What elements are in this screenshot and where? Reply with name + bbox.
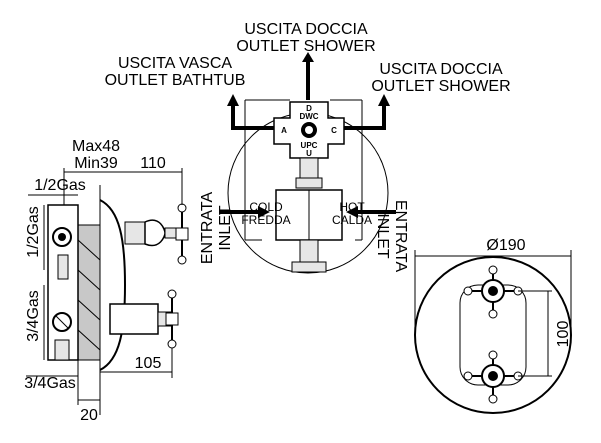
right-outlet-line2: OUTLET SHOWER bbox=[371, 78, 510, 95]
diameter-label: Ø190 bbox=[486, 237, 525, 254]
top-conn-h-label: 1/2Gas bbox=[34, 177, 86, 194]
cold-label: COLD bbox=[249, 200, 283, 214]
upper-handle-front bbox=[463, 265, 523, 319]
side-view: Max48 Min39 110 1/2Gas 1/2Gas 3/4Gas 105… bbox=[24, 138, 189, 424]
top-outlet-label: USCITA DOCCIA OUTLET SHOWER bbox=[236, 21, 375, 55]
diverter-mark-dwc: DWC bbox=[299, 112, 318, 121]
mixer-cap bbox=[291, 261, 327, 273]
valve-diagram: D DWC A C UPC U COLD FREDDA HOT CALDA bbox=[220, 52, 396, 274]
right-outlet-arrow bbox=[333, 102, 386, 130]
calda-label: CALDA bbox=[332, 213, 372, 227]
right-outlet-label: USCITA DOCCIA OUTLET SHOWER bbox=[371, 61, 510, 95]
inlet-right-line2: INLET bbox=[374, 213, 391, 259]
top-outlet-line2: OUTLET SHOWER bbox=[236, 38, 375, 55]
lower-handle-front bbox=[463, 350, 523, 404]
upper-stem bbox=[124, 221, 146, 245]
inlet-left-label: ENTRATA INLET bbox=[199, 192, 234, 265]
lower-depth-label: 105 bbox=[135, 355, 162, 372]
spacing-label: 100 bbox=[555, 321, 572, 348]
diverter-mark-d: D bbox=[306, 104, 312, 113]
left-outlet-arrow bbox=[231, 102, 285, 130]
left-outlet-label: USCITA VASCA OUTLET BATHTUB bbox=[105, 55, 246, 89]
diverter-mark-c: C bbox=[331, 126, 337, 135]
diverter-mark-upc: UPC bbox=[301, 141, 318, 150]
left-outlet-line2: OUTLET BATHTUB bbox=[105, 72, 246, 89]
left-outlet-line1: USCITA VASCA bbox=[118, 55, 232, 72]
diverter-mark-a: A bbox=[281, 126, 287, 135]
bottom-conn-v-label: 3/4Gas bbox=[25, 290, 42, 342]
diverter-mark-u: U bbox=[306, 149, 312, 158]
top-conn-v-label: 1/2Gas bbox=[25, 206, 42, 258]
inlet-right-line1: ENTRATA bbox=[392, 200, 409, 273]
front-view: Ø190 100 bbox=[414, 237, 572, 414]
inlet-left-line2: INLET bbox=[217, 205, 234, 251]
lower-valve bbox=[109, 303, 159, 335]
inlet-left-line1: ENTRATA bbox=[199, 192, 216, 265]
upper-handle bbox=[144, 219, 166, 247]
faceplate-profile bbox=[99, 199, 127, 371]
hot-label: HOT bbox=[339, 200, 365, 214]
handle-depth-label: 110 bbox=[140, 155, 166, 172]
top-outlet-line1: USCITA DOCCIA bbox=[244, 21, 368, 38]
max-depth-label: Max48 bbox=[72, 138, 120, 155]
min-depth-label: Min39 bbox=[74, 155, 118, 172]
right-outlet-line1: USCITA DOCCIA bbox=[379, 61, 503, 78]
inlet-right-label: ENTRATA INLET bbox=[374, 200, 409, 273]
bottom-conn-h-label: 3/4Gas bbox=[24, 375, 76, 392]
fredda-label: FREDDA bbox=[241, 213, 290, 227]
wall-thickness-label: 20 bbox=[80, 407, 98, 424]
